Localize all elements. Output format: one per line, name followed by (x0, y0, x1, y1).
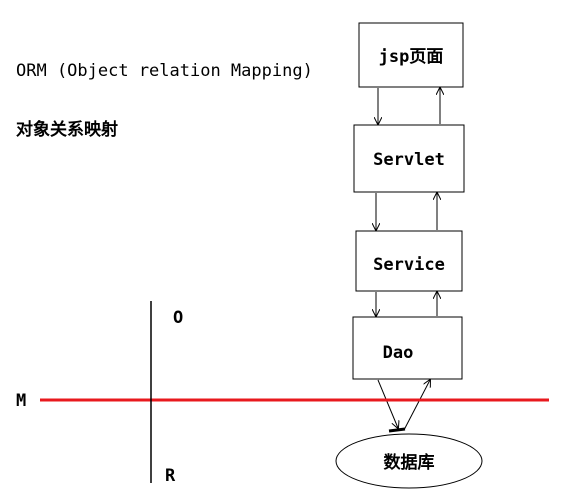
layer-box (352, 316, 463, 380)
layer-label: Dao (383, 343, 414, 363)
layer-box (355, 230, 463, 292)
database-ellipse (335, 433, 483, 489)
layer-arrows (376, 88, 440, 431)
arrow-up (403, 380, 430, 431)
layer-label: jsp页面 (379, 47, 444, 67)
layer-label: Service (373, 255, 445, 275)
layer-jsp: jsp页面 (358, 22, 464, 88)
arrow-down (377, 379, 398, 428)
database-node: 数据库 (335, 433, 483, 489)
label-o: O (173, 308, 183, 328)
layer-box (358, 22, 464, 88)
orm-subtitle: 对象关系映射 (16, 119, 118, 140)
layer-service: Service (355, 230, 463, 292)
layer-dao: Dao (352, 316, 463, 380)
layer-servlet: Servlet (353, 124, 465, 193)
database-label: 数据库 (384, 452, 435, 473)
label-m: M (16, 391, 26, 411)
orm-title: ORM (Object relation Mapping) (16, 61, 313, 81)
label-r: R (165, 466, 176, 486)
layer-label: Servlet (373, 150, 445, 170)
layer-box (353, 124, 465, 193)
arrow-junction (388, 427, 406, 433)
